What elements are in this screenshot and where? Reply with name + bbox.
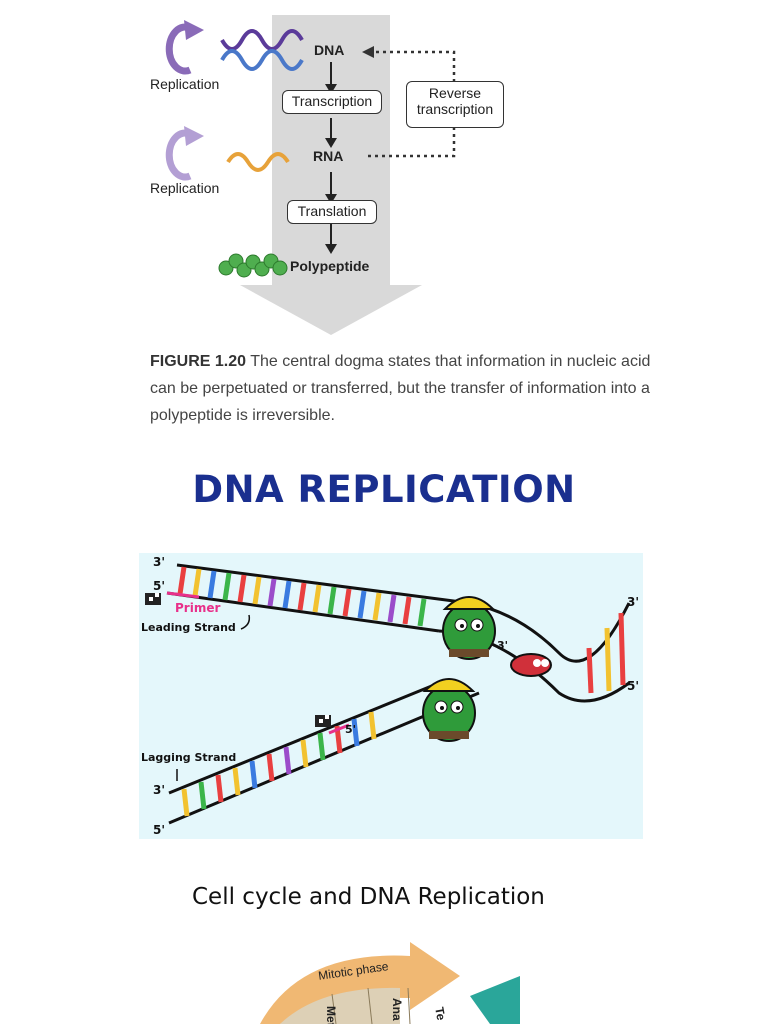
five-prime-bottom-label: 5' [153, 823, 166, 837]
translation-box: Translation [287, 200, 377, 224]
three-prime-right-label: 3' [627, 595, 640, 609]
checkered-flag-icon-top [145, 593, 161, 605]
replication-cycle-icon-bottom [165, 126, 204, 181]
rna-wave-icon [226, 152, 290, 172]
reverse-transcription-path [368, 128, 456, 158]
figure-caption: FIGURE 1.20 The central dogma states tha… [150, 348, 670, 429]
transcription-label: Transcription [291, 93, 373, 109]
polypeptide-label: Polypeptide [290, 258, 370, 274]
three-prime-enzyme-label: 3' [497, 639, 509, 652]
reverse-transcription-line1: Reverse [428, 85, 482, 101]
caption-text: The central dogma states that informatio… [150, 353, 651, 424]
telophase-label: Te [432, 1006, 449, 1022]
rna-label: RNA [313, 148, 344, 164]
replication-label-top: Replication [150, 76, 220, 92]
helicase-character-icon [510, 653, 552, 677]
five-prime-right-label: 5' [627, 679, 640, 693]
replication-fork-graphic [145, 563, 631, 825]
checkered-flag-icon-bottom [315, 715, 331, 727]
three-prime-top-label: 3' [153, 555, 166, 569]
dna-replication-title: DNA REPLICATION [192, 468, 576, 511]
replication-label-bottom: Replication [150, 180, 220, 196]
reverse-transcription-line2: transcription [416, 101, 494, 117]
replication-cycle-icon-top [165, 20, 204, 75]
dna-helix-icon [220, 29, 304, 71]
anaphase-label: Ana [390, 998, 404, 1021]
replication-fork-diagram: 3' 5' Primer Leading Strand 3' 3' 5' 5' … [139, 553, 643, 839]
metaphase-label: Meta [324, 1006, 338, 1024]
reverse-transcription-box: Reverse transcription [406, 81, 504, 128]
five-prime-top-label: 5' [153, 579, 166, 593]
cell-cycle-diagram: Mitotic phase Meta Ana Te [260, 936, 520, 1024]
five-prime-lagging-label: 5' [345, 723, 357, 736]
polymerase-character-bottom-icon [422, 678, 476, 742]
leading-strand-label: Leading Strand [141, 621, 236, 634]
leading-rungs [177, 566, 427, 627]
cell-cycle-graphic [260, 942, 520, 1024]
lagging-strand-label: Lagging Strand [141, 751, 237, 764]
polymerase-character-top-icon [442, 596, 496, 660]
primer-label: Primer [175, 601, 221, 615]
dna-label: DNA [314, 42, 345, 58]
figure-number: FIGURE 1.20 [150, 353, 247, 370]
central-dogma-graphic [165, 15, 456, 335]
translation-label: Translation [297, 203, 367, 219]
section-heading: Cell cycle and DNA Replication [192, 884, 545, 910]
three-prime-bottom-label: 3' [153, 783, 166, 797]
transcription-box: Transcription [282, 90, 382, 114]
polypeptide-chain-icon [218, 253, 288, 278]
central-dogma-figure: DNA Transcription RNA Translation Polype… [140, 10, 520, 340]
